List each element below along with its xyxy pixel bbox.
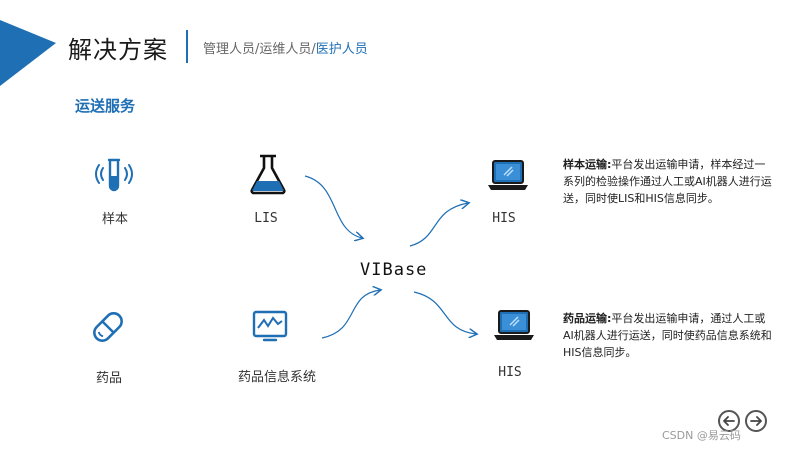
monitor-chart-icon (252, 310, 288, 342)
node-label-sample: 样本 (101, 212, 128, 227)
next-slide-button[interactable] (745, 410, 767, 432)
watermark: CSDN @易云码 (662, 429, 741, 442)
role-breadcrumb: 管理人员/运维人员/医护人员 (203, 38, 368, 57)
laptop-icon (488, 160, 528, 190)
flask-icon (250, 154, 286, 195)
test-tube-icon (95, 158, 133, 192)
arrow-right-circle-icon (750, 416, 762, 426)
laptop-icon (494, 310, 534, 340)
description-medicine-title: 药品运输: (563, 312, 612, 325)
title-divider (186, 30, 188, 63)
description-sample-text: 平台发出运输申请，样本经过一系列的检验操作通过人工或AI机器人进行运送，同时使L… (563, 158, 772, 205)
roles-prefix: 管理人员/运维人员/ (203, 42, 316, 57)
node-label-his-bottom: HIS (498, 365, 522, 380)
arrow-core-to-his-top (409, 203, 468, 247)
prev-slide-button[interactable] (718, 410, 740, 432)
description-sample-title: 样本运输: (563, 158, 612, 171)
roles-highlight: 医护人员 (315, 42, 368, 57)
core-platform-label: VIBase (360, 260, 428, 280)
pill-icon (93, 312, 123, 342)
description-medicine-text: 平台发出运输申请，通过人工或AI机器人进行运送，同时使药品信息系统和HIS信息同… (563, 312, 772, 359)
arrow-lis-to-core (304, 175, 362, 238)
description-sample: 样本运输:平台发出运输申请，样本经过一系列的检验操作通过人工或AI机器人进行运送… (563, 156, 773, 207)
description-medicine: 药品运输:平台发出运输申请，通过人工或AI机器人进行运送，同时使药品信息系统和H… (563, 310, 773, 361)
arrow-core-to-his-bottom (413, 291, 476, 334)
section-title: 运送服务 (75, 97, 136, 115)
node-label-his-top: HIS (492, 211, 516, 226)
arrow-pis-to-core (321, 290, 380, 339)
corner-triangle-decoration (0, 20, 56, 86)
page-title: 解决方案 (68, 36, 168, 64)
node-label-medicine: 药品 (95, 371, 122, 386)
node-label-lis: LIS (254, 211, 278, 226)
arrow-left-circle-icon (723, 416, 735, 426)
node-label-pis: 药品信息系统 (237, 370, 316, 385)
